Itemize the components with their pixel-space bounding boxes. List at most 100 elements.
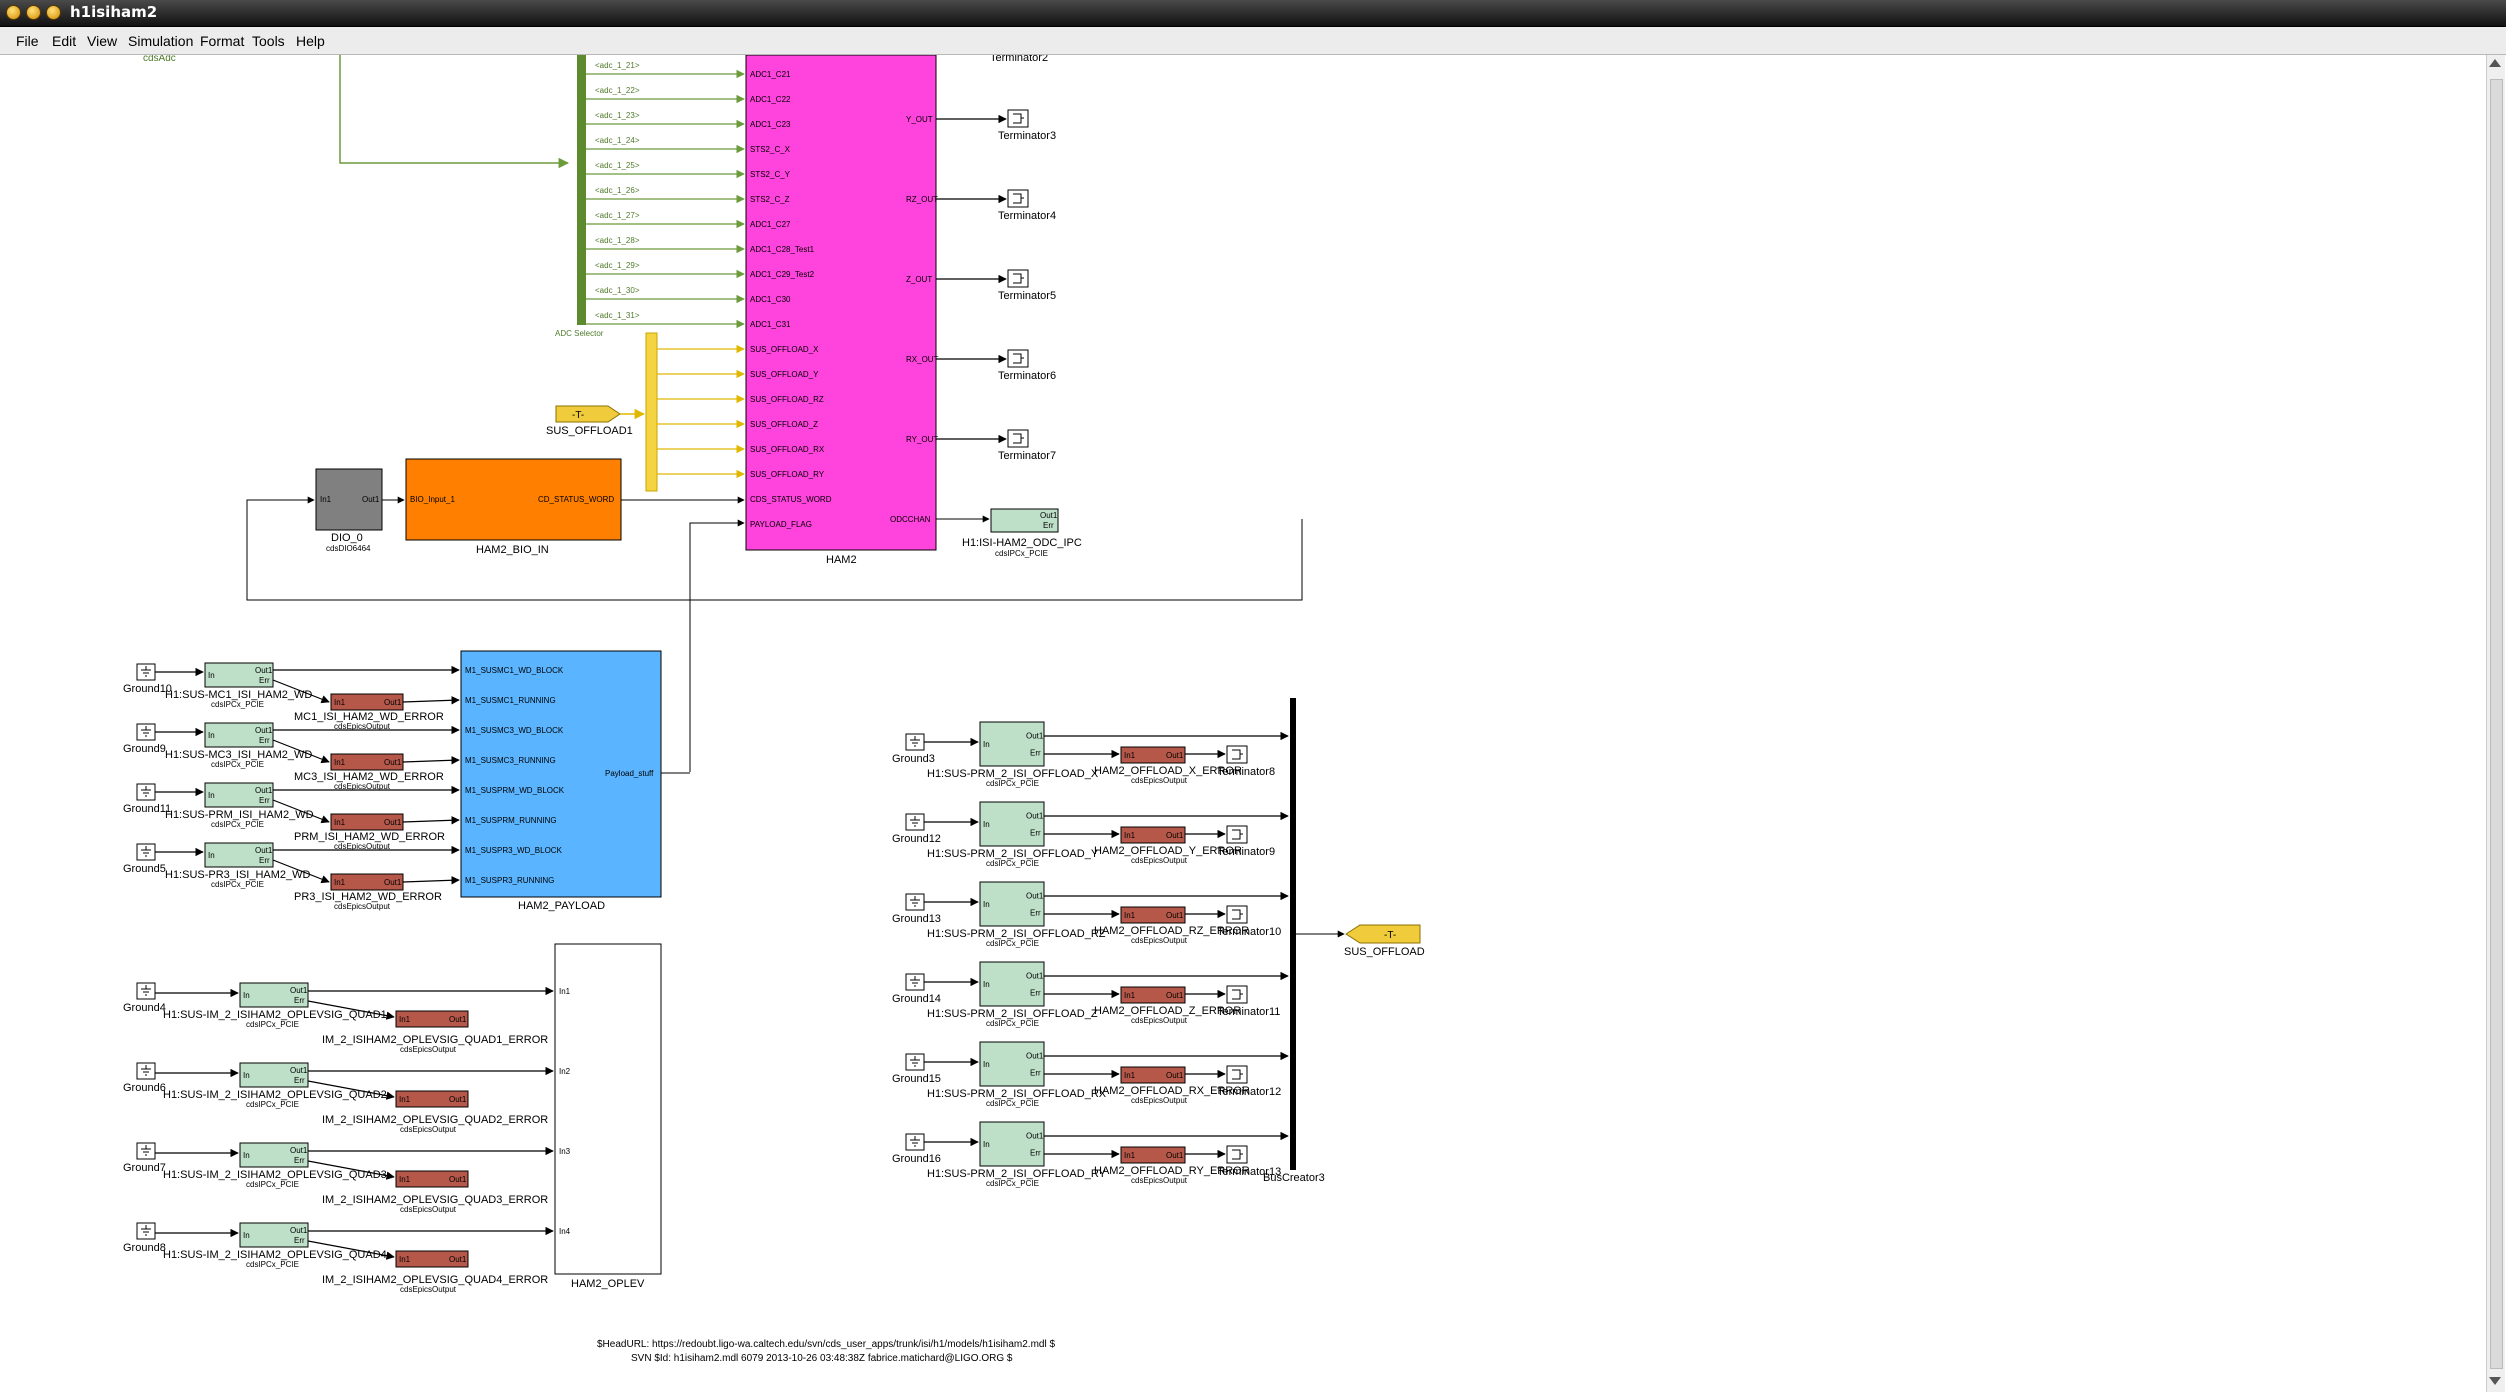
ipc-block[interactable] xyxy=(979,881,1045,927)
error-epics-block[interactable] xyxy=(1120,746,1186,764)
ham2-label: HAM2 xyxy=(826,554,857,566)
error-in-port: In1 xyxy=(399,1095,411,1104)
ham2-block[interactable] xyxy=(745,55,937,551)
error-in-port: In1 xyxy=(1124,991,1136,1000)
menu-file[interactable]: File xyxy=(16,33,39,49)
sus-offload-bus-selector[interactable] xyxy=(645,332,658,492)
ipc-block[interactable] xyxy=(979,1121,1045,1167)
adc-selector-bus[interactable] xyxy=(577,55,586,325)
signal-line xyxy=(402,876,460,885)
ipc-block[interactable] xyxy=(239,982,309,1008)
sus-offload-goto-block[interactable] xyxy=(1345,924,1421,944)
ham2-input-port: ADC1_C31 xyxy=(750,320,791,329)
ham2-input-port: ADC1_C22 xyxy=(750,95,791,104)
menu-simulation[interactable]: Simulation xyxy=(128,33,194,49)
terminator-label: Terminator12 xyxy=(1217,1086,1281,1098)
ham2-oplev-label: HAM2_OPLEV xyxy=(571,1278,645,1290)
ground-block[interactable] xyxy=(136,982,156,1000)
terminator-block[interactable] xyxy=(1007,429,1029,448)
ipc-block[interactable] xyxy=(979,1041,1045,1087)
error-epics-block[interactable] xyxy=(1120,986,1186,1004)
terminator-block[interactable] xyxy=(1226,825,1248,844)
menu-help[interactable]: Help xyxy=(296,33,325,49)
error-in-port: In1 xyxy=(399,1255,411,1264)
payload-input-port: M1_SUSMC1_RUNNING xyxy=(465,696,556,705)
ipc-block[interactable] xyxy=(979,801,1045,847)
ground-label: Ground4 xyxy=(123,1002,166,1014)
error-epics-block[interactable] xyxy=(1120,1146,1186,1164)
ipc-block[interactable] xyxy=(239,1062,309,1088)
terminator-block[interactable] xyxy=(1226,985,1248,1004)
scroll-up-icon[interactable] xyxy=(2489,59,2501,67)
terminator-block[interactable] xyxy=(1226,745,1248,764)
scroll-down-icon[interactable] xyxy=(2489,1377,2501,1385)
ipc-in-port: In xyxy=(983,740,990,749)
minimize-window-icon[interactable] xyxy=(26,5,41,20)
error-in-port: In1 xyxy=(334,758,346,767)
error-epics-block[interactable] xyxy=(395,1010,469,1028)
vertical-scrollbar[interactable] xyxy=(2486,55,2505,1392)
terminator-label: Terminator13 xyxy=(1217,1166,1281,1178)
sus-offload1-from-block[interactable] xyxy=(555,405,621,423)
ham2-input-port: ADC1_C30 xyxy=(750,295,791,304)
menu-format[interactable]: Format xyxy=(200,33,245,49)
terminator-block[interactable] xyxy=(1007,349,1029,368)
error-epics-block[interactable] xyxy=(395,1170,469,1188)
error-epics-block[interactable] xyxy=(395,1250,469,1268)
terminator-label: Terminator11 xyxy=(1217,1006,1280,1018)
ham2-output-port: RZ_OUT xyxy=(906,195,938,204)
scroll-thumb[interactable] xyxy=(2490,79,2503,1369)
ipc-in-port: In xyxy=(208,731,215,740)
menu-edit[interactable]: Edit xyxy=(52,33,77,49)
terminator-block[interactable] xyxy=(1226,1065,1248,1084)
error-out-port: Out1 xyxy=(384,818,402,827)
window-title: h1isiham2 xyxy=(70,3,158,21)
terminator-label: Terminator4 xyxy=(998,210,1056,222)
ipc-block[interactable] xyxy=(204,722,274,748)
payload-input-port: M1_SUSPRM_WD_BLOCK xyxy=(465,786,565,795)
menu-tools[interactable]: Tools xyxy=(252,33,285,49)
close-window-icon[interactable] xyxy=(6,5,21,20)
error-epics-block[interactable] xyxy=(1120,826,1186,844)
ipc-block[interactable] xyxy=(204,662,274,688)
dio0-label: DIO_0 xyxy=(331,532,363,544)
terminator-block[interactable] xyxy=(1007,189,1029,208)
ham2-output-port: Y_OUT xyxy=(906,115,933,124)
ipc-sublabel: cdsIPCx_PCIE xyxy=(211,760,264,769)
ham2-input-port: SUS_OFFLOAD_RZ xyxy=(750,395,824,404)
ham2-oplev-block[interactable] xyxy=(554,943,662,1275)
buscreator3-block[interactable] xyxy=(1290,698,1296,1170)
ipc-block[interactable] xyxy=(204,842,274,868)
terminator-icon xyxy=(1232,909,1243,920)
ground-block[interactable] xyxy=(136,1222,156,1240)
terminator-block[interactable] xyxy=(1226,1145,1248,1164)
terminator-block[interactable] xyxy=(1226,905,1248,924)
ground-block[interactable] xyxy=(136,1142,156,1160)
dio0-block[interactable] xyxy=(315,468,383,531)
odc-ipc-block[interactable] xyxy=(990,508,1059,533)
model-canvas[interactable]: cdsAdc ADC Selector -T- SUS_OFFLOAD1 HAM… xyxy=(0,55,2486,1392)
ipc-block[interactable] xyxy=(979,721,1045,767)
ipc-out-port: Out1 xyxy=(1026,732,1044,741)
terminator-block[interactable] xyxy=(1007,109,1029,128)
error-epics-block[interactable] xyxy=(395,1090,469,1108)
ipc-block[interactable] xyxy=(239,1142,309,1168)
ham2-input-port: CDS_STATUS_WORD xyxy=(750,495,832,504)
adc-signal-label: <adc_1_30> xyxy=(595,286,640,295)
error-epics-block[interactable] xyxy=(1120,906,1186,924)
ground-block[interactable] xyxy=(136,1062,156,1080)
ham2-payload-block[interactable] xyxy=(460,650,662,898)
maximize-window-icon[interactable] xyxy=(46,5,61,20)
ground-icon xyxy=(141,1065,151,1076)
ipc-block[interactable] xyxy=(979,961,1045,1007)
ipc-label: H1:SUS-PRM_2_ISI_OFFLOAD_X xyxy=(927,768,1099,780)
ipc-block[interactable] xyxy=(204,782,274,808)
error-label: HAM2_OFFLOAD_Y_ERROR xyxy=(1094,845,1242,857)
ipc-block[interactable] xyxy=(239,1222,309,1248)
terminator-block[interactable] xyxy=(1007,269,1029,288)
odc-ipc-err: Err xyxy=(1043,521,1054,530)
error-epics-block[interactable] xyxy=(1120,1066,1186,1084)
menu-view[interactable]: View xyxy=(87,33,118,49)
ipc-err-port: Err xyxy=(259,736,270,745)
error-in-port: In1 xyxy=(1124,751,1136,760)
